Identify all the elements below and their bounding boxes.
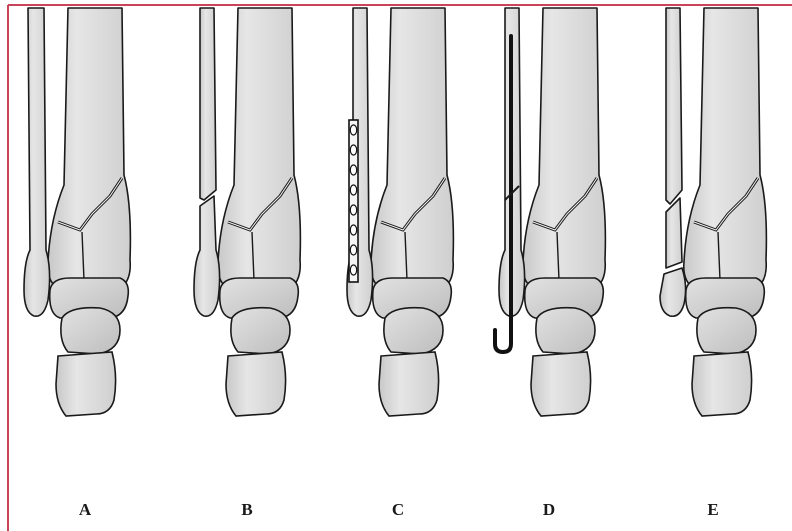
fibula-proximal [666,8,682,204]
fibula-proximal [200,8,216,200]
plate-screw-hole [350,265,356,275]
tibia [218,8,301,290]
plate-screw-hole [350,245,356,255]
tibia [371,8,454,290]
calcaneus [692,352,752,416]
panel-label-e: E [693,500,733,520]
panel-label-c: C [378,500,418,520]
midfoot-bone [384,308,443,354]
plate-screw-hole [350,165,356,175]
tibia [48,8,131,290]
plate-screw-hole [350,225,356,235]
panel-b [194,8,300,416]
calcaneus [531,352,591,416]
midfoot-bone [61,308,120,354]
plate-screw-hole [350,205,356,215]
fibula-middle [666,198,682,268]
midfoot-bone [536,308,595,354]
calcaneus [226,352,286,416]
midfoot-bone [697,308,756,354]
panel-labels: A B C D E [0,500,792,528]
panel-c [347,8,453,416]
calcaneus [56,352,116,416]
plate-screw-hole [350,145,356,155]
panel-a [24,8,130,416]
panel-label-b: B [227,500,267,520]
fibula [24,8,50,316]
calcaneus [379,352,439,416]
tibia [523,8,606,290]
tibia [684,8,767,290]
panel-e [660,8,766,416]
plate-screw-hole [350,185,356,195]
panel-label-d: D [529,500,569,520]
panel-d [495,8,605,416]
panel-label-a: A [65,500,105,520]
fibula-distal [660,268,686,316]
fibula-distal [194,196,220,316]
fixation-plate [349,120,358,282]
plate-screw-hole [350,125,356,135]
midfoot-bone [231,308,290,354]
